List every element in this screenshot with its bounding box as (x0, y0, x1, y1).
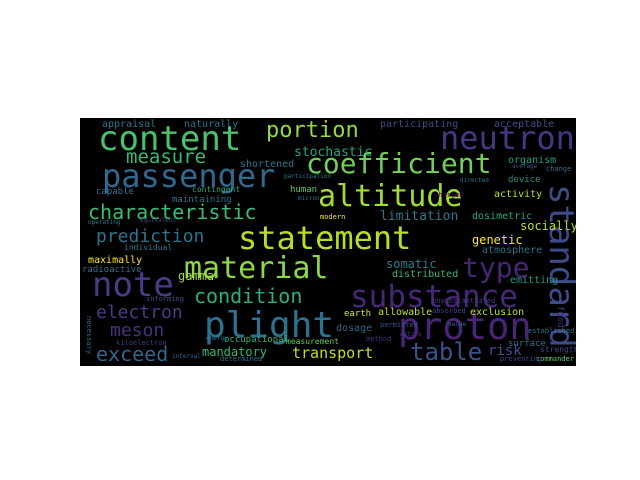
word-gamma: gamma (178, 269, 215, 283)
word-material: material (184, 251, 329, 286)
word-operating: operating (88, 219, 121, 226)
word-dosimetric: dosimetric (472, 211, 533, 222)
word-occupational: occupational (224, 335, 290, 345)
word-determined: determined (220, 355, 263, 363)
word-surface: surface (508, 339, 546, 349)
word-substance: substance (350, 279, 518, 315)
word-participation: participation (284, 173, 331, 180)
word-distributed: distributed (392, 269, 459, 280)
word-type: type (462, 251, 530, 284)
word-dosage: dosage (336, 323, 373, 334)
word-meson: meson (110, 320, 165, 341)
word-measurement: measurement (286, 337, 339, 346)
word-organism: organism (508, 155, 557, 166)
word-entire: entire (400, 331, 422, 338)
word-neutron: neutron (440, 119, 575, 157)
word-measure: measure (126, 146, 207, 168)
word-exceed: exceed (96, 342, 169, 366)
word-capable: capable (96, 187, 134, 197)
word-atmosphere: atmosphere (482, 245, 543, 256)
word-activity: activity (494, 189, 543, 200)
word-plight: plight (204, 305, 335, 346)
word-prediction: prediction (96, 226, 205, 247)
word-equivalent: equivalent (140, 217, 177, 224)
word-charged: charged (434, 191, 464, 199)
word-contingent: contingent (192, 185, 241, 194)
word-permitted: permitted (380, 321, 418, 329)
word-limitation: limitation (380, 209, 459, 224)
word-energy: energy (206, 335, 228, 342)
word-proton: proton (398, 305, 532, 348)
word-naturally: naturally (184, 119, 239, 130)
word-maximally: maximally (88, 255, 143, 266)
word-acceptable: acceptable (494, 119, 555, 130)
word-participating: participating (380, 119, 459, 130)
word-human: human (290, 185, 318, 195)
word-transport: transport (292, 344, 374, 362)
word-kiloelectron: kiloelectron (116, 339, 167, 347)
word-electron: electron (96, 302, 183, 323)
word-statement: statement (238, 219, 412, 257)
word-preventing: preventing (500, 355, 543, 363)
word-appraisal: appraisal (102, 119, 157, 130)
word-informing: informing (146, 295, 184, 303)
word-passenger: passenger (102, 157, 276, 195)
word-stochastic: stochastic (294, 145, 373, 160)
word-genetic: genetic (472, 233, 523, 247)
word-food: food (555, 306, 565, 328)
word-strength: strength (540, 345, 576, 354)
word-earth: earth (344, 309, 372, 319)
word-characteristic: characteristic (88, 200, 257, 224)
word-condition: condition (194, 284, 303, 308)
word-interval: interval (172, 353, 201, 360)
word-portion: portion (266, 118, 359, 143)
word-established: established (528, 327, 575, 335)
word-coefficient: coefficient (306, 147, 492, 180)
word-unsubstantiated: unsubstantiated (432, 297, 496, 305)
word-value: value (448, 321, 467, 328)
word-change: change (546, 165, 572, 173)
word-allowable: allowable (378, 307, 433, 318)
word-shortened: shortened (240, 159, 295, 170)
word-modern: modern (320, 213, 346, 221)
word-risk: risk (488, 343, 522, 359)
word-individual: individual (124, 243, 173, 252)
word-absorbed: absorbed (432, 307, 466, 315)
word-socially: socially (520, 219, 576, 233)
word-device: device (508, 175, 541, 185)
word-method: method (366, 335, 392, 343)
word-content: content (98, 119, 242, 159)
word-directed: directed (460, 177, 489, 184)
word-maintaining: maintaining (172, 195, 232, 205)
word-mandatory: mandatory (202, 345, 268, 359)
word-exclusion: exclusion (470, 307, 525, 318)
word-necessary: necessary (85, 316, 93, 354)
word-commander: commander (536, 355, 574, 363)
word-average: average (512, 163, 538, 170)
word-emitting: emitting (510, 275, 559, 286)
word-cloud: statement altitude material plight subst… (80, 118, 576, 366)
word-somatic: somatic (386, 257, 437, 271)
word-altitude: altitude (318, 179, 463, 214)
word-table: table (410, 338, 483, 366)
word-radioactive: radioactive (82, 265, 142, 275)
word-micron: micron (298, 195, 320, 202)
word-note: note (92, 265, 174, 305)
